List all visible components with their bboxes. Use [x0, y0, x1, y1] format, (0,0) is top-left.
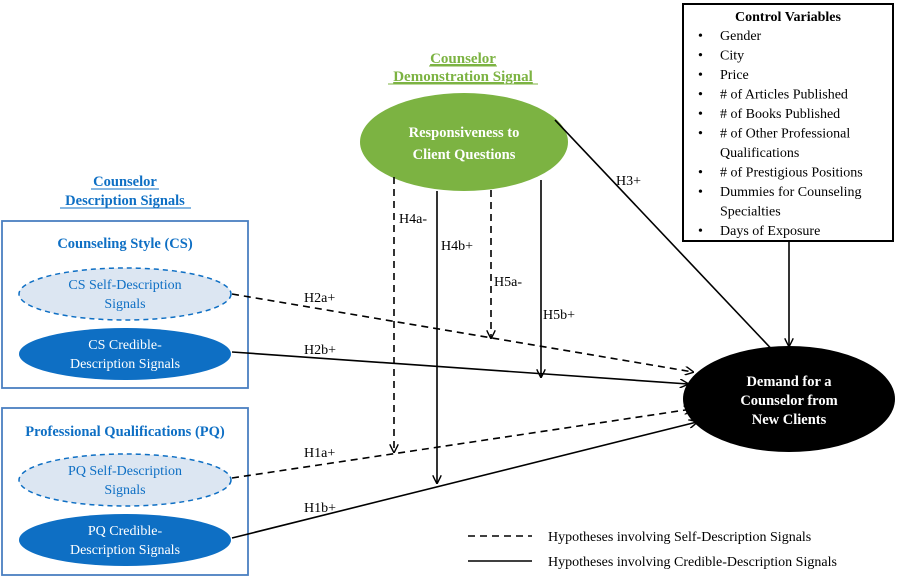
outcome-label-3: New Clients	[752, 412, 827, 428]
label-h4b: H4b+	[441, 239, 473, 254]
responsiveness-label-1: Responsiveness to	[409, 125, 520, 141]
pq-self-label-1: PQ Self-Description	[68, 464, 182, 479]
label-h5b: H5b+	[543, 308, 575, 323]
description-signals-heading: Counselor Description Signals	[60, 174, 191, 209]
control-bullet: •	[698, 107, 703, 122]
label-h4a: H4a-	[399, 212, 427, 227]
control-bullet: •	[698, 224, 703, 239]
responsiveness-label-2: Client Questions	[413, 147, 516, 163]
control-bullet: •	[698, 49, 703, 64]
control-variables-title: Control Variables	[735, 10, 841, 25]
control-variables-box: Control Variables • Gender • City • Price • # o…	[682, 3, 894, 242]
control-variable-item: City	[720, 49, 744, 64]
professional-qualifications-title: Professional Qualifications (PQ)	[25, 424, 225, 440]
label-h2b: H2b+	[304, 343, 336, 358]
description-heading-line-1: Counselor	[93, 174, 157, 190]
control-bullet: •	[698, 127, 703, 142]
pq-credible-label-1: PQ Credible-	[88, 524, 163, 539]
control-variable-item: Gender	[720, 29, 762, 44]
demonstration-signal-heading: Counselor Demonstration Signal	[388, 51, 538, 85]
pq-credible-label-2: Description Signals	[70, 543, 180, 558]
control-variable-item: Specialties	[720, 205, 781, 220]
arrow-h2b	[231, 351, 688, 384]
cs-self-label-1: CS Self-Description	[68, 278, 181, 293]
control-bullet: •	[698, 185, 703, 200]
description-heading-line-2: Description Signals	[65, 193, 185, 209]
control-variable-item: Days of Exposure	[720, 224, 820, 239]
label-h5a: H5a-	[494, 275, 522, 290]
legend: Hypotheses involving Self-Description Si…	[468, 530, 837, 570]
cs-credible-label-1: CS Credible-	[88, 338, 162, 353]
legend-dashed-label: Hypotheses involving Self-Description Si…	[548, 530, 811, 545]
demonstration-heading-line-2: Demonstration Signal	[393, 69, 533, 85]
responsiveness-node: Responsiveness to Client Questions	[360, 93, 568, 191]
label-h2a: H2a+	[304, 291, 335, 306]
arrow-h2a	[231, 293, 693, 372]
pq-self-label-2: Signals	[104, 483, 145, 498]
counseling-style-title: Counseling Style (CS)	[57, 236, 193, 252]
pq-credible-description-node: PQ Credible- Description Signals	[19, 514, 231, 566]
control-variable-item: Price	[720, 68, 749, 83]
control-bullet: •	[698, 29, 703, 44]
control-variable-item: Qualifications	[720, 146, 799, 161]
control-variable-item: # of Articles Published	[720, 88, 848, 103]
pq-self-description-node: PQ Self-Description Signals	[18, 453, 232, 507]
label-h3: H3+	[616, 174, 641, 189]
label-h1b: H1b+	[304, 501, 336, 516]
hypothesis-arrows	[231, 119, 789, 539]
arrow-h1b	[231, 422, 697, 539]
legend-solid-label: Hypotheses involving Credible-Descriptio…	[548, 555, 837, 570]
control-bullet: •	[698, 88, 703, 103]
control-variable-item: # of Books Published	[720, 107, 840, 122]
demonstration-heading-line-1: Counselor	[430, 51, 496, 67]
control-variable-item: Dummies for Counseling	[720, 185, 862, 200]
arrow-h3	[554, 119, 780, 358]
arrow-h1a	[231, 409, 692, 479]
control-bullet: •	[698, 68, 703, 83]
cs-credible-label-2: Description Signals	[70, 357, 180, 372]
label-h1a: H1a+	[304, 446, 335, 461]
control-variable-item: # of Prestigious Positions	[720, 166, 863, 181]
demand-outcome-node: Demand for a Counselor from New Clients	[683, 346, 895, 452]
outcome-label-2: Counselor from	[740, 393, 837, 409]
outcome-label-1: Demand for a	[746, 374, 832, 390]
control-variables-list: • Gender • City • Price • # of Articles Publish…	[698, 29, 863, 239]
professional-qualifications-group: Professional Qualifications (PQ) PQ Self…	[1, 407, 249, 576]
cs-credible-description-node: CS Credible- Description Signals	[19, 328, 231, 380]
control-variable-item: # of Other Professional	[720, 127, 850, 142]
control-bullet: •	[698, 166, 703, 181]
cs-self-description-node: CS Self-Description Signals	[18, 267, 232, 321]
cs-self-label-2: Signals	[104, 297, 145, 312]
hypothesis-labels: H1a+ H1b+ H2a+ H2b+ H3+ H4a- H4b+ H5a- H…	[304, 174, 641, 516]
counseling-style-group: Counseling Style (CS) CS Self-Descriptio…	[1, 220, 249, 389]
